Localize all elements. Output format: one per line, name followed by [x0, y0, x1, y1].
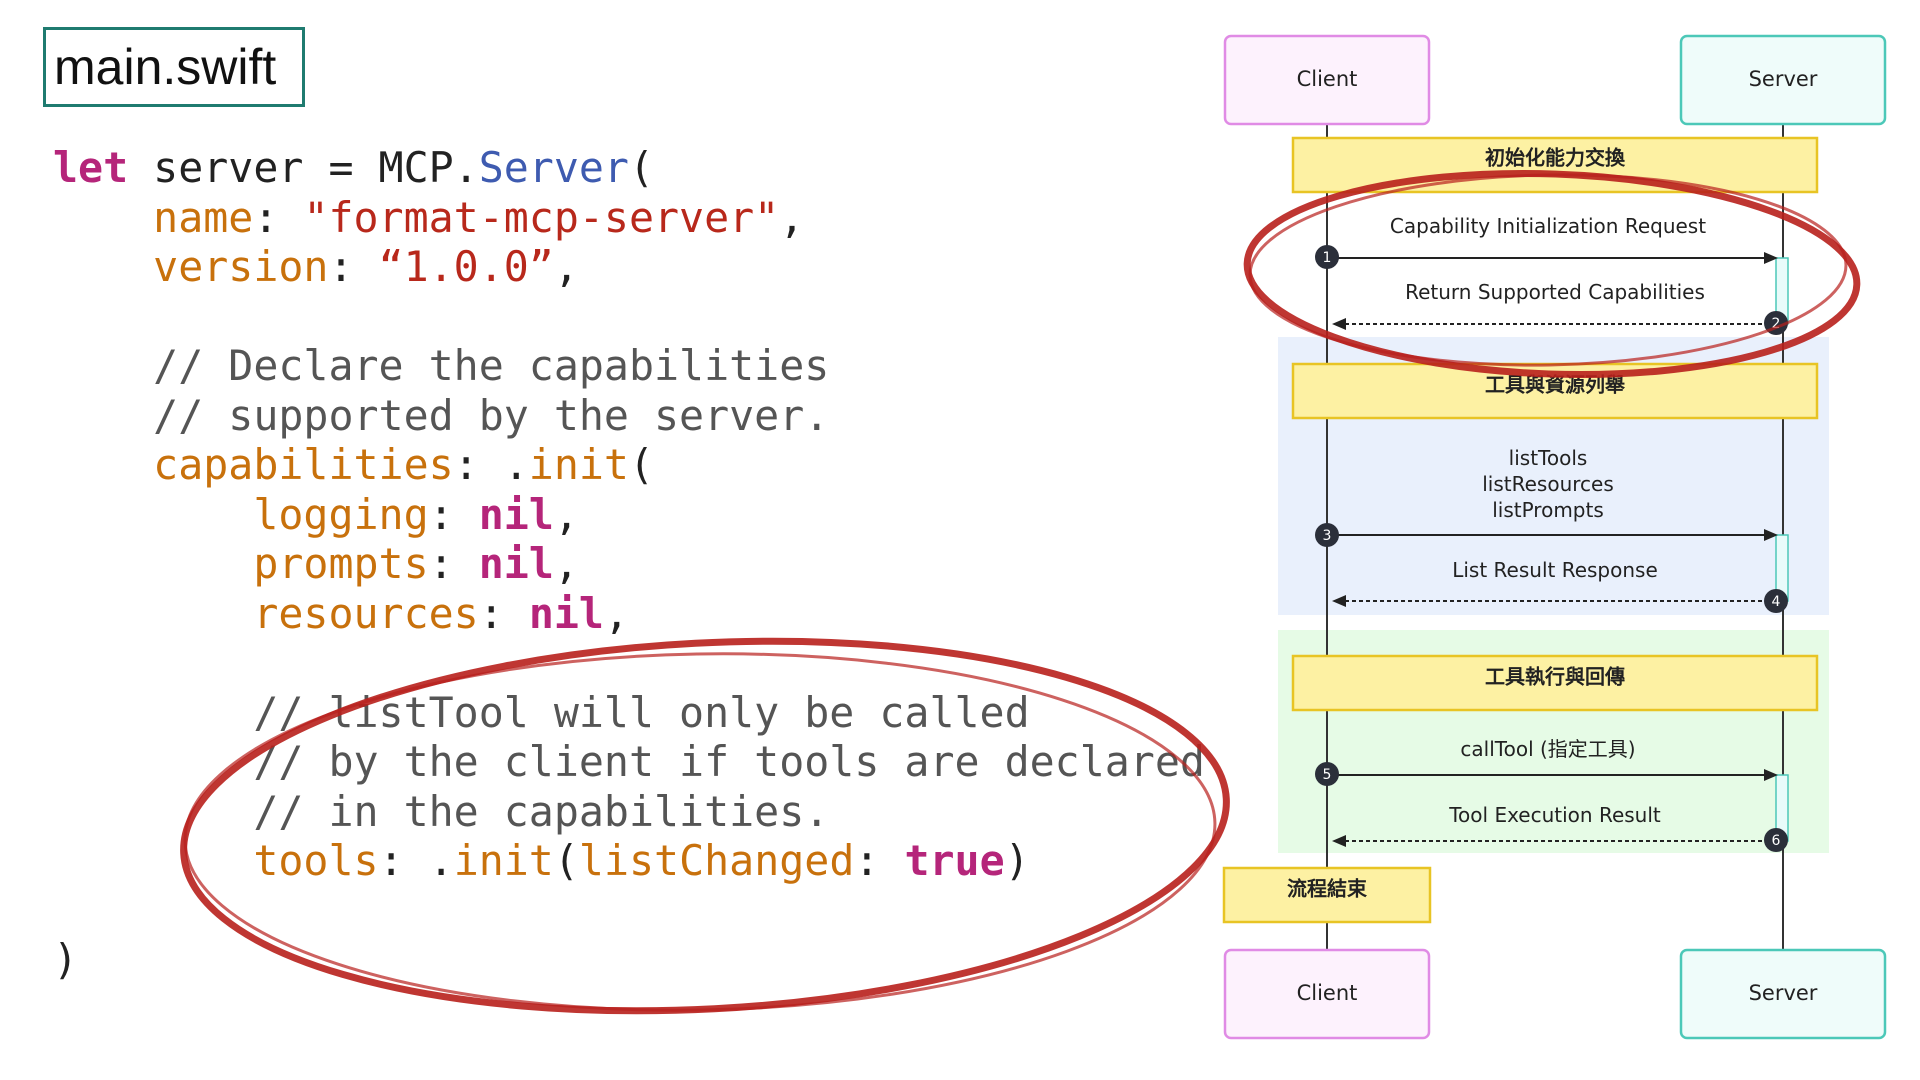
code-line: logging: nil,: [53, 490, 1205, 540]
code-token: capabilities: [153, 440, 454, 489]
code-token: nil: [528, 588, 604, 638]
code-token: nil: [478, 489, 554, 539]
code-token: logging: [253, 489, 429, 539]
message-4-number: 4: [1772, 594, 1781, 610]
message-2-badge: 2: [1764, 311, 1788, 335]
message-6-number: 6: [1772, 833, 1781, 849]
code-token: nil: [478, 539, 554, 588]
code-token: ,: [553, 539, 579, 588]
code-token: // supported by the server.: [53, 390, 830, 440]
message-2-number: 2: [1772, 316, 1781, 332]
message-5-arrowhead: [1764, 769, 1778, 781]
code-line: ): [53, 935, 1205, 985]
code-token: ,: [779, 192, 805, 242]
code-token: (: [628, 143, 655, 192]
message-3-number: 3: [1323, 528, 1332, 544]
message-3-label-line-3: listPrompts: [1492, 498, 1604, 522]
code-line: capabilities: .init(: [53, 440, 1205, 490]
code-token: let: [53, 143, 129, 192]
code-token: ,: [553, 242, 579, 291]
code-token: resources: [253, 588, 479, 638]
participant-server-bottom: Server: [1679, 948, 1887, 1040]
code-token: init: [528, 440, 629, 489]
participant-server-top: Server: [1679, 34, 1887, 126]
code-line: // Declare the capabilities: [53, 341, 1205, 391]
participant-server-bottom-label: Server: [1749, 981, 1818, 1005]
code-token: :: [478, 588, 529, 638]
code-token: server = MCP.: [128, 143, 479, 192]
message-5-label: callTool (指定工具): [1460, 737, 1635, 761]
note-end: 流程結束: [1222, 866, 1432, 924]
code-token: (: [628, 440, 655, 489]
note-initialization-label: 初始化能力交換: [1485, 146, 1626, 170]
message-6-arrowhead: [1332, 835, 1346, 847]
participant-client-top: Client: [1223, 34, 1431, 126]
message-3-arrowhead: [1764, 529, 1778, 541]
message-1-badge: 1: [1315, 245, 1339, 269]
note-execution: 工具執行與回傳: [1291, 654, 1819, 712]
code-token: ): [53, 935, 79, 984]
message-2-label: Return Supported Capabilities: [1405, 280, 1705, 304]
code-token: // Declare the capabilities: [53, 341, 830, 390]
code-token: :: [253, 192, 304, 242]
message-2-arrowhead: [1332, 318, 1346, 330]
code-line: version: “1.0.0”,: [53, 242, 1205, 292]
code-token: :: [428, 539, 479, 588]
message-6-label: Tool Execution Result: [1448, 803, 1661, 827]
participant-server-top-label: Server: [1749, 67, 1818, 91]
code-token: ,: [603, 588, 629, 638]
participant-client-top-label: Client: [1297, 67, 1358, 91]
message-4-badge: 4: [1764, 589, 1788, 613]
file-title: main.swift: [43, 27, 305, 107]
message-1-label: Capability Initialization Request: [1390, 214, 1706, 238]
code-token: ,: [553, 489, 579, 539]
code-token: Server: [478, 143, 629, 192]
code-token: : .: [453, 440, 529, 489]
note-initialization: 初始化能力交換: [1291, 136, 1819, 194]
code-line: // supported by the server.: [53, 391, 1205, 441]
message-3-badge: 3: [1315, 523, 1339, 547]
message-5-number: 5: [1323, 767, 1332, 783]
message-5-badge: 5: [1315, 762, 1339, 786]
message-3-label-line-2: listResources: [1482, 472, 1614, 496]
message-4-arrowhead: [1332, 595, 1346, 607]
code-line: resources: nil,: [53, 589, 1205, 639]
note-execution-label: 工具執行與回傳: [1485, 665, 1625, 689]
code-token: :: [428, 489, 479, 539]
code-line: let server = MCP.Server(: [53, 143, 1205, 193]
message-3-label-line-1: listTools: [1509, 446, 1588, 470]
code-token: name: [153, 192, 254, 242]
code-token: "format-mcp-server": [303, 192, 780, 242]
code-token: version: [153, 242, 329, 291]
note-enumeration-label: 工具與資源列舉: [1485, 373, 1626, 397]
code-line: name: "format-mcp-server",: [53, 193, 1205, 243]
message-6-badge: 6: [1764, 828, 1788, 852]
participant-client-bottom: Client: [1223, 948, 1431, 1040]
code-line: prompts: nil,: [53, 539, 1205, 589]
message-1-number: 1: [1323, 250, 1332, 266]
message-4-label: List Result Response: [1452, 558, 1658, 582]
code-token: :: [328, 242, 379, 291]
code-token: “1.0.0”: [378, 242, 554, 291]
note-enumeration: 工具與資源列舉: [1291, 362, 1819, 420]
code-token: prompts: [253, 539, 429, 588]
participant-client-bottom-label: Client: [1297, 981, 1358, 1005]
note-end-label: 流程結束: [1287, 877, 1368, 901]
